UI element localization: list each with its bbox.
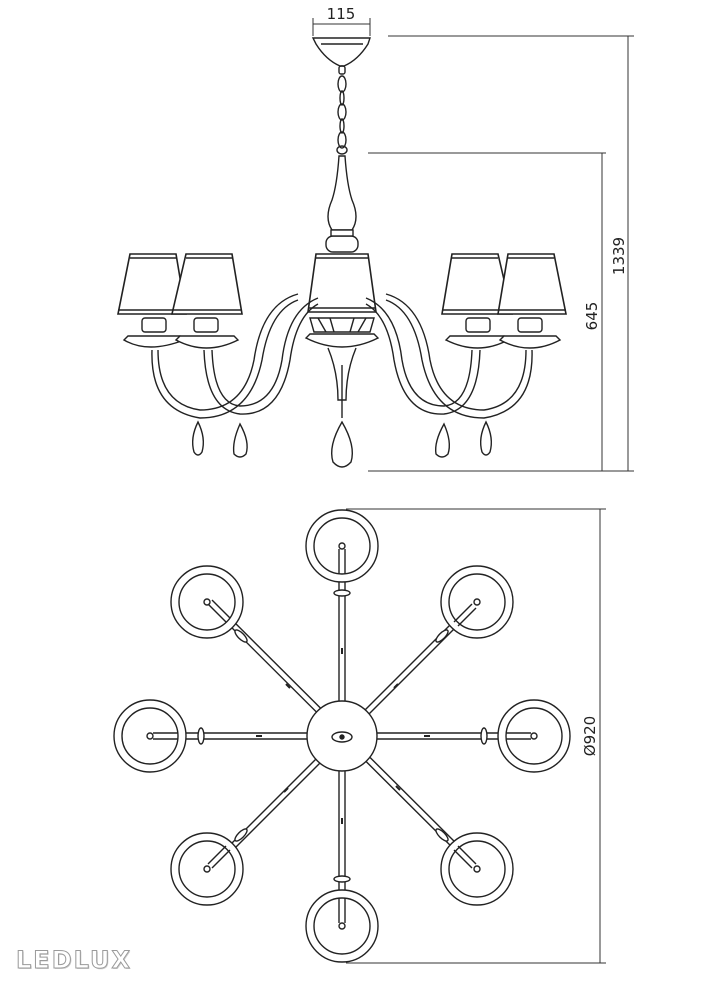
shade-inner-left	[170, 253, 243, 315]
cup-top-left	[170, 565, 244, 639]
cup-bottom-left	[170, 832, 244, 906]
ledlux-logo: LEDLUX	[15, 946, 133, 975]
dim-diameter: Ø920	[581, 716, 599, 756]
cup-top	[305, 509, 379, 583]
cup-top-right	[440, 565, 514, 639]
center-shade	[307, 253, 377, 313]
side-dimensions	[312, 18, 634, 472]
central-stem	[327, 155, 357, 231]
arm-connectors	[197, 589, 488, 883]
cup-bottom-right	[440, 832, 514, 906]
cup-bottom	[305, 889, 379, 963]
plan-dimensions	[346, 508, 606, 964]
side-view	[117, 37, 567, 468]
ceiling-canopy	[311, 37, 371, 67]
chain	[336, 65, 348, 155]
dim-top-width: 115	[327, 5, 356, 23]
dim-total-height: 1339	[610, 237, 628, 275]
cup-left	[113, 699, 187, 773]
dim-body-height: 645	[583, 302, 601, 331]
shade-outer-right	[497, 253, 567, 315]
top-view	[113, 509, 571, 963]
center-crystal-drop	[330, 420, 354, 468]
cup-right	[497, 699, 571, 773]
